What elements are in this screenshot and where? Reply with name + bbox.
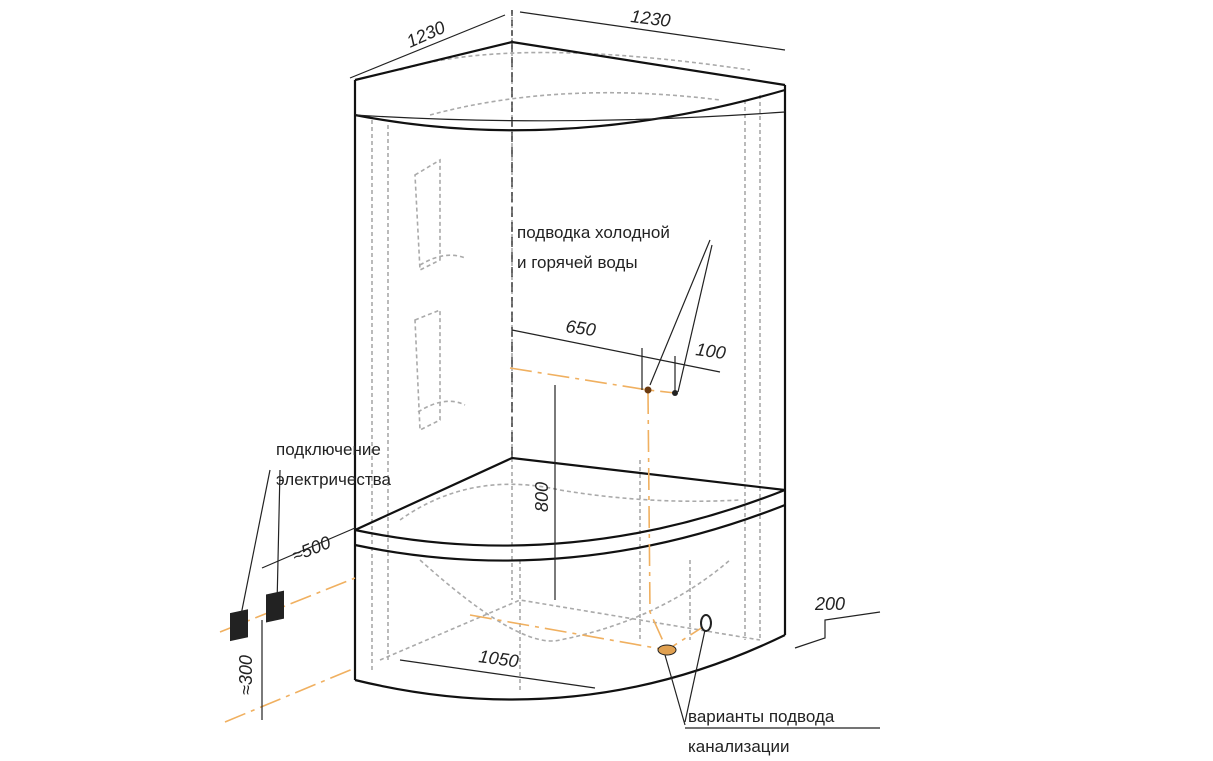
drain-option-1-icon	[657, 644, 677, 656]
dimension-texts: 1230 1230 650 100 800 ≈500 ≈300 1050 200	[236, 6, 845, 695]
drain-option-2-icon	[700, 614, 712, 632]
drain-label-line2: канализации	[688, 737, 790, 756]
dim-electric-offset: ≈500	[289, 532, 334, 565]
dim-pipe-height: 800	[532, 482, 552, 512]
dim-electric-height: ≈300	[236, 655, 256, 695]
dim-pipe-spacing: 100	[694, 339, 727, 363]
drain-label-line1: варианты подвода	[688, 707, 835, 726]
cold-water-inlet-icon	[644, 386, 652, 394]
cabin-outline	[353, 10, 787, 701]
socket-2-icon	[266, 590, 284, 623]
water-label-line1: подводка холодной	[517, 223, 670, 242]
dim-width-left: 1230	[403, 17, 448, 52]
callout-labels: подводка холодной и горячей воды подключ…	[276, 223, 880, 756]
water-label-line2: и горячей воды	[517, 253, 638, 272]
electric-label-line1: подключение	[276, 440, 381, 459]
dim-width-right: 1230	[630, 6, 672, 31]
electric-label-line2: электричества	[276, 470, 391, 489]
dim-pipe-offset: 650	[564, 316, 597, 340]
dim-drain-offset: 1050	[477, 646, 519, 671]
dimension-lines	[237, 11, 881, 726]
dim-drain-spacing: 200	[814, 594, 845, 614]
